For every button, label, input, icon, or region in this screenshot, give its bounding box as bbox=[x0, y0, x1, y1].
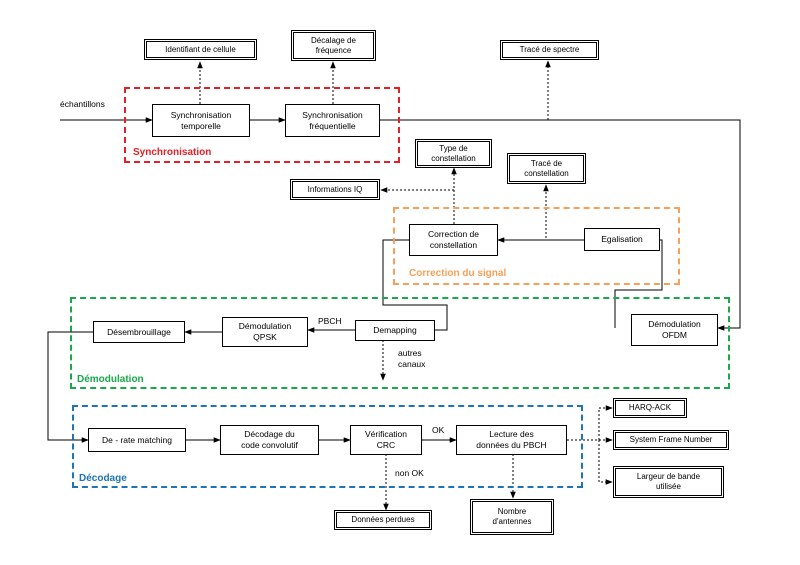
echantillons-label: échantillons bbox=[60, 99, 105, 109]
demodulation-label: Démodulation bbox=[77, 374, 144, 385]
non-ok-label: non OK bbox=[395, 468, 424, 478]
derate-matching-block: De - rate matching bbox=[88, 428, 186, 452]
sync-temporelle-block: Synchronisation temporelle bbox=[152, 104, 250, 137]
decalage-frequence-output: Décalage de fréquence bbox=[291, 30, 376, 61]
ok-label: OK bbox=[432, 425, 445, 435]
synchronisation-label: Synchronisation bbox=[133, 147, 212, 158]
decodage-region bbox=[72, 405, 583, 488]
largeur-bande-output: Largeur de bande utilisée bbox=[613, 466, 724, 498]
correction-constellation-block: Correction de constellation bbox=[409, 224, 498, 256]
correction-label: Correction du signal bbox=[409, 268, 507, 279]
demapping-block: Demapping bbox=[355, 320, 435, 341]
demodulation-region bbox=[70, 297, 730, 389]
pbch-label: PBCH bbox=[318, 316, 342, 326]
informations-iq-output: Informations IQ bbox=[290, 179, 380, 200]
autres-canaux-label: autres canaux bbox=[398, 348, 426, 370]
demodulation-qpsk-block: Démodulation QPSK bbox=[222, 317, 308, 347]
correction-region bbox=[393, 207, 680, 285]
decodage-label: Décodage bbox=[79, 473, 127, 484]
decodage-convolutif-block: Décodage du code convolutif bbox=[220, 425, 319, 455]
identifiant-cellule-output: Identifiant de cellule bbox=[144, 39, 257, 60]
sync-frequentielle-block: Synchronisation fréquentielle bbox=[285, 104, 380, 137]
egalisation-block: Egalisation bbox=[584, 228, 660, 251]
desembrouillage-block: Désembrouillage bbox=[93, 321, 185, 343]
trace-constellation-output: Tracé de constellation bbox=[507, 153, 586, 184]
donnees-perdues-output: Données perdues bbox=[334, 510, 432, 530]
nombre-antennes-output: Nombre d'antennes bbox=[470, 499, 554, 535]
system-frame-number-output: System Frame Number bbox=[613, 430, 729, 450]
type-constellation-output: Type de constellation bbox=[415, 139, 492, 168]
verification-crc-block: Vérification CRC bbox=[350, 425, 422, 455]
harq-ack-output: HARQ-ACK bbox=[613, 398, 687, 418]
lecture-pbch-block: Lecture des données du PBCH bbox=[456, 425, 567, 455]
demodulation-ofdm-block: Démodulation OFDM bbox=[631, 314, 718, 346]
trace-spectre-output: Tracé de spectre bbox=[500, 40, 599, 60]
synchronisation-region bbox=[124, 87, 400, 163]
